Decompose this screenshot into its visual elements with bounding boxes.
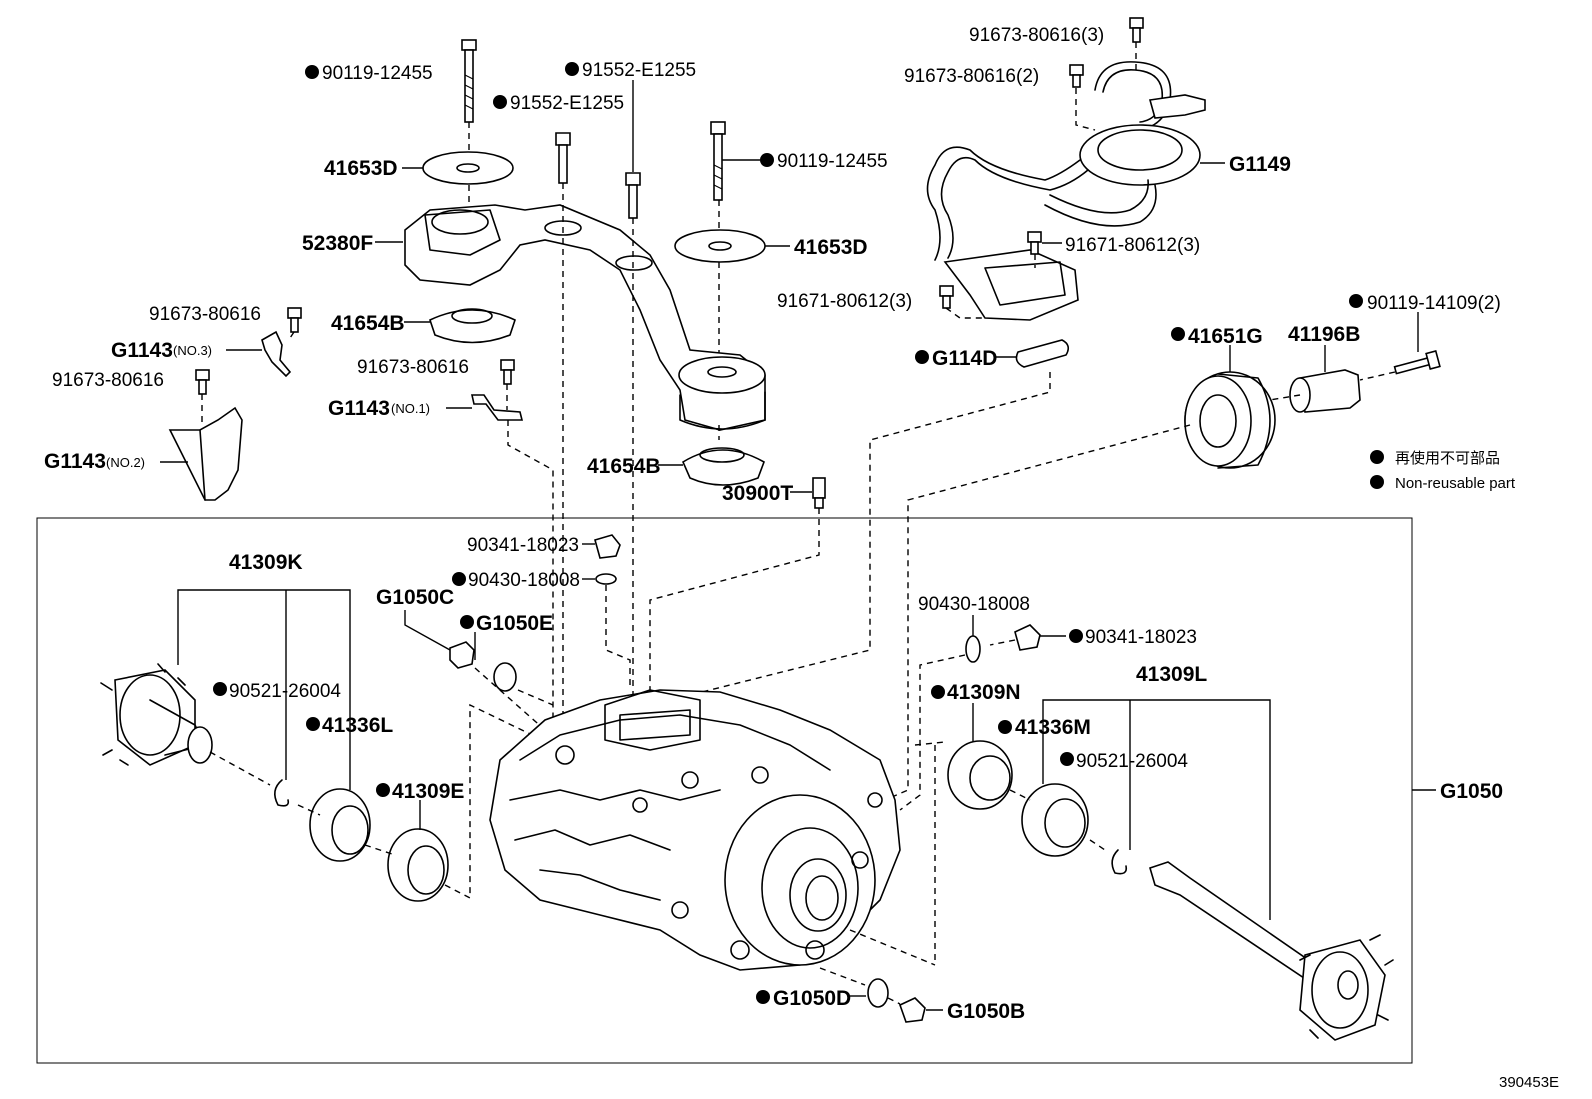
seal-41336l bbox=[309, 788, 371, 862]
label-90341-18023-right: 90341-18023 bbox=[1085, 627, 1197, 648]
bracket-52380f bbox=[404, 204, 766, 431]
label-41196b: 41196B bbox=[1288, 323, 1360, 346]
label-90119-12455-left: 90119-12455 bbox=[322, 63, 433, 84]
label-g114d: G114D bbox=[932, 347, 997, 370]
legend-dot-1 bbox=[1370, 450, 1384, 464]
label-52380f: 52380F bbox=[302, 232, 373, 255]
label-90430-18008-right: 90430-18008 bbox=[918, 594, 1030, 615]
seal-41309n bbox=[947, 740, 1013, 810]
label-g1149: G1149 bbox=[1229, 153, 1291, 176]
cushion-41654b-lower bbox=[681, 447, 765, 486]
label-91673-80616-b: 91673-80616 bbox=[52, 370, 164, 391]
label-41309n: 41309N bbox=[947, 681, 1021, 704]
label-91673-80616-c: 91673-80616 bbox=[357, 357, 469, 378]
snap-ring-90521-26004-left bbox=[274, 779, 290, 807]
gasket-g1050d bbox=[867, 978, 889, 1008]
label-g1050b: G1050B bbox=[947, 1000, 1025, 1023]
bullet-markers bbox=[213, 62, 1363, 1004]
label-41309k: 41309K bbox=[229, 551, 303, 574]
label-90521-26004-left: 90521-26004 bbox=[229, 681, 341, 702]
label-g1050: G1050 bbox=[1440, 780, 1503, 803]
bolt-91673-80616-b bbox=[195, 369, 210, 395]
label-30900t: 30900T bbox=[722, 482, 793, 505]
label-91552-e1255-top: 91552-E1255 bbox=[582, 60, 696, 81]
gasket-g1050e bbox=[493, 662, 517, 692]
seal-41309e bbox=[387, 828, 449, 902]
label-91673-80616-3: 91673-80616(3) bbox=[969, 25, 1104, 46]
harness-g1149 bbox=[926, 61, 1206, 321]
legend-dot-2 bbox=[1370, 475, 1384, 489]
label-g1143-no2-sub: (NO.2) bbox=[106, 455, 145, 470]
label-g1143-no1-sub: (NO.1) bbox=[391, 401, 430, 416]
gasket-90430-18008-left bbox=[595, 573, 617, 585]
label-90341-18023-left: 90341-18023 bbox=[467, 535, 579, 556]
legend-jp: 再使用不可部品 bbox=[1395, 450, 1500, 467]
legend-en: Non-reusable part bbox=[1395, 475, 1516, 492]
bolt-91673-80616-a bbox=[287, 307, 302, 333]
label-41654b-lower: 41654B bbox=[587, 455, 661, 478]
label-90430-18008-left: 90430-18008 bbox=[468, 570, 580, 591]
label-91671-80612-3-right: 91671-80612(3) bbox=[1065, 235, 1200, 256]
label-41654b-upper: 41654B bbox=[331, 312, 405, 335]
label-g1143-no2: G1143 bbox=[44, 450, 106, 473]
label-91673-80616-2: 91673-80616(2) bbox=[904, 66, 1039, 87]
label-41309e: 41309E bbox=[392, 780, 464, 803]
label-41336l: 41336L bbox=[322, 714, 393, 737]
bracket-41309k bbox=[177, 589, 351, 790]
plug-g114d bbox=[1015, 339, 1070, 368]
label-90119-12455-right: 90119-12455 bbox=[777, 151, 888, 172]
bracket-g1143-no2 bbox=[168, 406, 243, 501]
bolt-91673-80616-2 bbox=[1069, 64, 1084, 88]
label-91673-80616-a: 91673-80616 bbox=[149, 304, 261, 325]
transaxle-housing bbox=[489, 689, 901, 971]
plug-g1050b bbox=[899, 997, 926, 1023]
plug-90341-18023-right bbox=[1014, 624, 1041, 651]
bushing-41651g bbox=[1184, 371, 1276, 469]
label-g1050e: G1050E bbox=[476, 612, 553, 635]
bolt-91673-80616-3 bbox=[1129, 17, 1144, 43]
cushion-41654b-upper bbox=[429, 308, 516, 344]
flange-41309k bbox=[100, 663, 213, 766]
label-g1143-no3: G1143 bbox=[111, 339, 173, 362]
label-91552-e1255-2: 91552-E1255 bbox=[510, 93, 624, 114]
gasket-90430-18008-right bbox=[965, 635, 981, 663]
bolt-91673-80616-c bbox=[500, 359, 515, 385]
bracket-g1143-no1 bbox=[471, 394, 524, 421]
bolt-91552-e1255-b bbox=[625, 172, 641, 219]
snap-ring-90521-26004-right bbox=[1111, 849, 1128, 875]
label-41653d-right: 41653D bbox=[794, 236, 868, 259]
bolt-91671-80612-3-left bbox=[939, 285, 954, 309]
label-91671-80612-3-left: 91671-80612(3) bbox=[777, 291, 912, 312]
bracket-g1143-no3 bbox=[261, 330, 292, 378]
label-g1143-no3-sub: (NO.3) bbox=[173, 343, 212, 358]
seal-41336m bbox=[1021, 783, 1089, 857]
sensor-30900t bbox=[812, 477, 826, 509]
label-90521-26004-right: 90521-26004 bbox=[1076, 751, 1188, 772]
label-41653d-left: 41653D bbox=[324, 157, 398, 180]
label-g1143-no1: G1143 bbox=[328, 397, 390, 420]
label-41309l: 41309L bbox=[1136, 663, 1207, 686]
label-90119-14109-2: 90119-14109(2) bbox=[1367, 293, 1501, 314]
plug-g1050c bbox=[449, 641, 475, 669]
label-g1050c: G1050C bbox=[376, 586, 454, 609]
label-41336m: 41336M bbox=[1015, 716, 1091, 739]
bolt-90119-12455-right bbox=[710, 121, 726, 201]
bracket-41309l bbox=[1042, 699, 1271, 920]
bolt-90119-14109 bbox=[1393, 349, 1441, 375]
bolt-90119-12455-left bbox=[461, 39, 477, 123]
plug-90341-18023-left bbox=[594, 534, 621, 559]
figure-id: 390453E bbox=[1499, 1074, 1559, 1091]
label-g1050d: G1050D bbox=[773, 987, 851, 1010]
collar-41196b bbox=[1289, 369, 1361, 413]
label-41651g: 41651G bbox=[1188, 325, 1263, 348]
bolt-91552-e1255-a bbox=[555, 132, 571, 184]
shaft-41309l bbox=[1149, 861, 1394, 1041]
